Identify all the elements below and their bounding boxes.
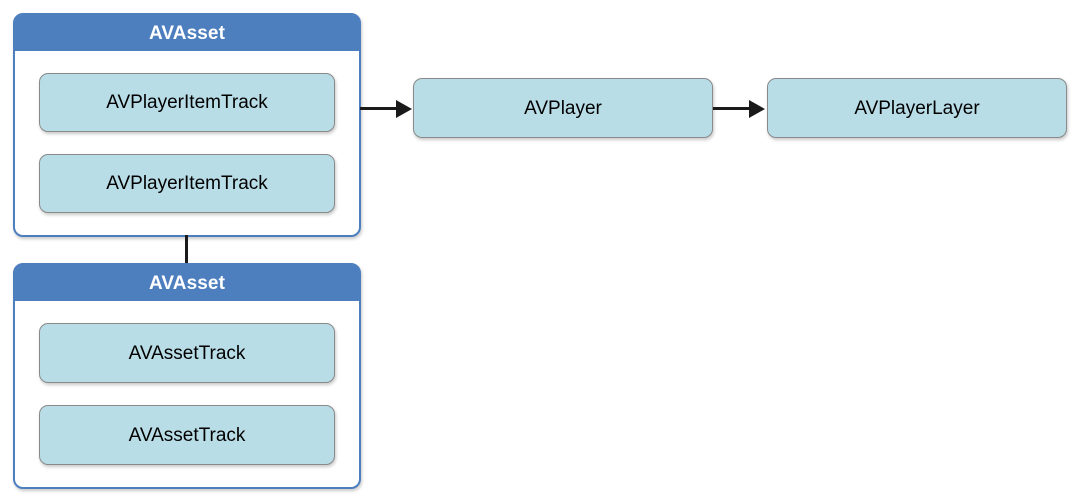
node-avassettrack-1[interactable]: AVAssetTrack bbox=[39, 323, 335, 383]
group-body-avasset-top: AVPlayerItemTrack AVPlayerItemTrack bbox=[15, 51, 359, 235]
group-title: AVAsset bbox=[148, 272, 226, 294]
group-avasset-top[interactable]: AVAsset AVPlayerItemTrack AVPlayerItemTr… bbox=[13, 13, 361, 237]
node-avplayer[interactable]: AVPlayer bbox=[413, 78, 713, 138]
group-header-avasset-bottom: AVAsset bbox=[15, 265, 359, 301]
connector-asset-to-asset-line bbox=[185, 235, 188, 265]
connector-asset-to-player-arrowhead bbox=[396, 99, 412, 118]
node-avplayeritemtrack-1[interactable]: AVPlayerItemTrack bbox=[39, 73, 335, 132]
group-title: AVAsset bbox=[148, 22, 226, 44]
connector-asset-to-player-line bbox=[360, 107, 398, 110]
group-avasset-bottom[interactable]: AVAsset AVAssetTrack AVAssetTrack bbox=[13, 263, 361, 489]
node-avplayeritemtrack-2[interactable]: AVPlayerItemTrack bbox=[39, 154, 335, 213]
connector-player-to-layer-arrowhead bbox=[749, 99, 765, 118]
group-header-avasset-top: AVAsset bbox=[15, 15, 359, 51]
connector-player-to-layer-line bbox=[713, 107, 751, 110]
node-avassettrack-2[interactable]: AVAssetTrack bbox=[39, 405, 335, 465]
group-body-avasset-bottom: AVAssetTrack AVAssetTrack bbox=[15, 301, 359, 487]
node-avplayerlayer[interactable]: AVPlayerLayer bbox=[767, 78, 1067, 138]
